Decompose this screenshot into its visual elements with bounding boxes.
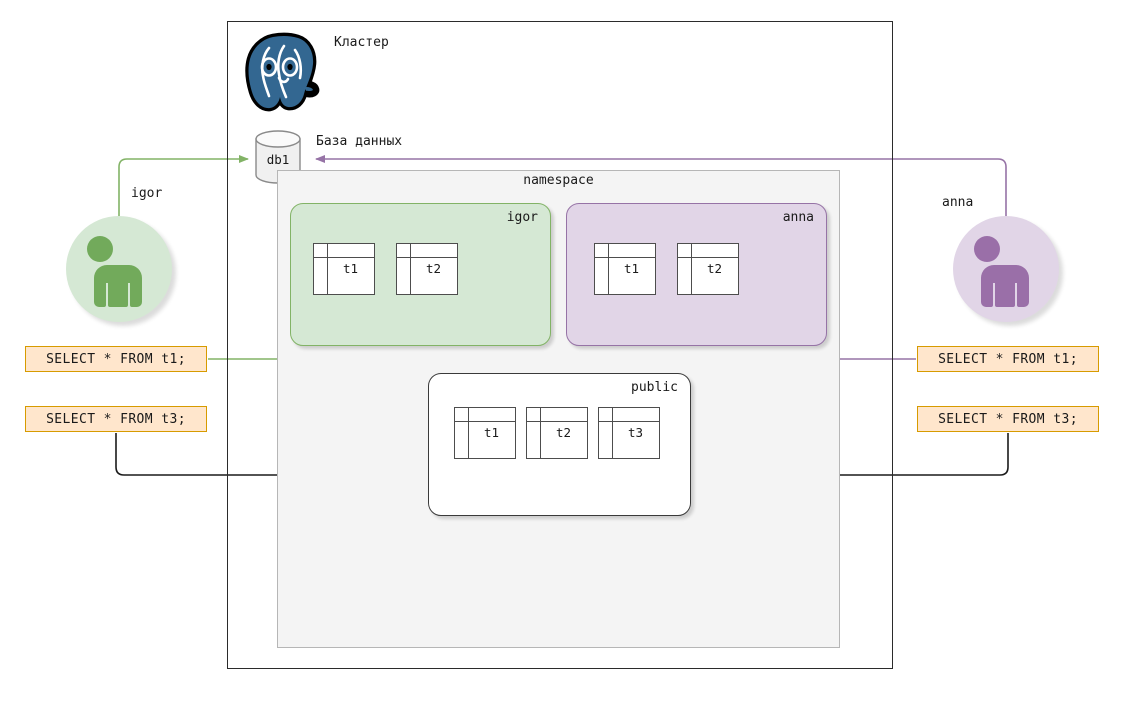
table-column-line bbox=[327, 244, 328, 294]
table-header-line bbox=[527, 421, 587, 422]
table-name: t2 bbox=[425, 261, 442, 276]
database-name: db1 bbox=[266, 152, 290, 167]
table-column-line bbox=[410, 244, 411, 294]
table-name: t2 bbox=[706, 261, 723, 276]
table-header-line bbox=[595, 257, 655, 258]
table-column-line bbox=[540, 408, 541, 458]
table-name: t1 bbox=[623, 261, 640, 276]
schema-igor[interactable]: igor t1 t2 bbox=[290, 203, 551, 346]
user-avatar-icon bbox=[87, 236, 142, 307]
cluster-boundary bbox=[227, 21, 893, 669]
namespace-label: namespace bbox=[523, 173, 594, 188]
table-anna-t1[interactable]: t1 bbox=[594, 243, 656, 295]
avatar-igor-label: igor bbox=[131, 186, 163, 201]
schema-igor-label: igor bbox=[506, 210, 538, 225]
table-public-t2[interactable]: t2 bbox=[526, 407, 588, 459]
table-header-line bbox=[678, 257, 738, 258]
schema-public-label: public bbox=[631, 380, 678, 395]
table-column-line bbox=[612, 408, 613, 458]
schema-anna-label: anna bbox=[782, 210, 814, 225]
table-column-line bbox=[468, 408, 469, 458]
query-anna-select-t1[interactable]: SELECT * FROM t1; bbox=[917, 346, 1099, 372]
query-anna-select-t3[interactable]: SELECT * FROM t3; bbox=[917, 406, 1099, 432]
user-avatar-icon bbox=[974, 236, 1029, 307]
table-name: t1 bbox=[342, 261, 359, 276]
table-igor-t2[interactable]: t2 bbox=[396, 243, 458, 295]
schema-public[interactable]: public t1 t2 t3 bbox=[428, 373, 691, 516]
table-igor-t1[interactable]: t1 bbox=[313, 243, 375, 295]
database-caption: База данных bbox=[316, 134, 403, 149]
table-header-line bbox=[455, 421, 515, 422]
avatar-anna[interactable] bbox=[953, 216, 1059, 322]
avatar-igor[interactable] bbox=[66, 216, 172, 322]
table-public-t3[interactable]: t3 bbox=[598, 407, 660, 459]
avatar-anna-label: anna bbox=[942, 195, 974, 210]
table-name: t3 bbox=[627, 425, 644, 440]
query-igor-select-t1[interactable]: SELECT * FROM t1; bbox=[25, 346, 207, 372]
table-name: t2 bbox=[555, 425, 572, 440]
postgresql-elephant-icon bbox=[238, 26, 322, 112]
query-igor-select-t3[interactable]: SELECT * FROM t3; bbox=[25, 406, 207, 432]
table-header-line bbox=[397, 257, 457, 258]
table-name: t1 bbox=[483, 425, 500, 440]
table-anna-t2[interactable]: t2 bbox=[677, 243, 739, 295]
schema-anna[interactable]: anna t1 t2 bbox=[566, 203, 827, 346]
table-header-line bbox=[314, 257, 374, 258]
table-public-t1[interactable]: t1 bbox=[454, 407, 516, 459]
table-column-line bbox=[691, 244, 692, 294]
cluster-label: Кластер bbox=[334, 35, 389, 50]
table-column-line bbox=[608, 244, 609, 294]
table-header-line bbox=[599, 421, 659, 422]
